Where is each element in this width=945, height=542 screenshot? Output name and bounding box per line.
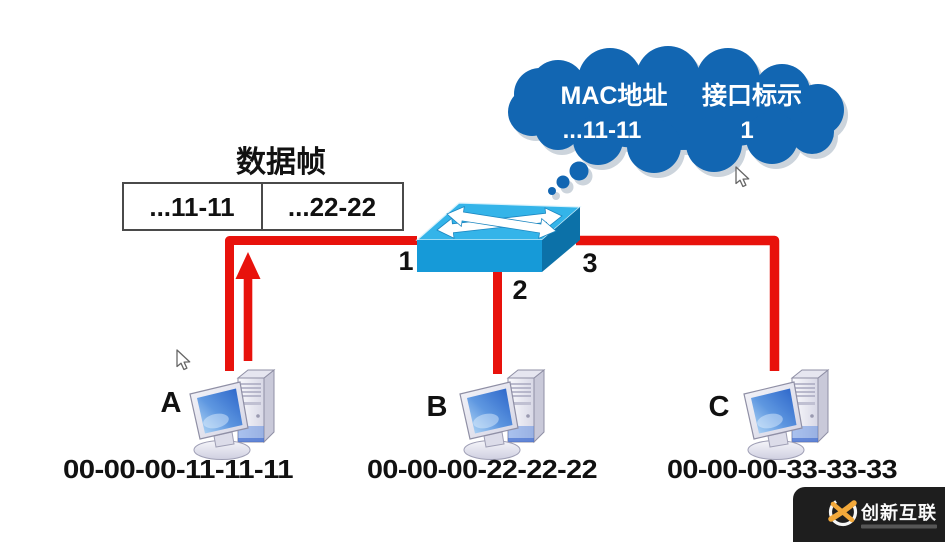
mac-table-thought-bubble: MAC地址 接口标示 ...11-11 1: [508, 46, 848, 200]
switch-port-1-label: 1: [398, 246, 413, 276]
cables: [225, 235, 780, 374]
watermark-panel: [793, 487, 945, 542]
watermark-brand: 创新互联: [860, 502, 937, 523]
data-frame-dest-mac: ...11-11: [149, 192, 234, 222]
switch-arrow-2: [446, 205, 557, 240]
data-frame-title: 数据帧: [236, 146, 326, 179]
host-b-mac: 00-00-00-22-22-22: [367, 454, 597, 484]
cable-switch-to-host-c: [576, 235, 780, 371]
host-b-name: B: [427, 391, 448, 423]
mac-table-entry-mac: ...11-11: [563, 117, 642, 144]
switch-icon: [415, 202, 582, 272]
data-frame: 数据帧 ...11-11 ...22-22: [122, 146, 404, 231]
host-c-mac: 00-00-00-33-33-33: [667, 454, 897, 484]
cable-switch-to-host-a: [225, 236, 417, 371]
host-a-name: A: [161, 387, 182, 419]
data-frame-src-cell: [261, 182, 404, 231]
mac-table-header-port: 接口标示: [702, 82, 802, 110]
host-c: C 00-00-00-33-33-33: [667, 369, 898, 484]
data-frame-src-mac: ...22-22: [288, 192, 376, 222]
switch-side-face: [542, 207, 580, 272]
watermark-logo-icon: [828, 497, 858, 527]
transmission-direction-arrow: [235, 252, 261, 361]
host-b: B 00-00-00-22-22-22: [367, 369, 598, 484]
mac-table-entry-port: 1: [740, 117, 753, 144]
switch-port-3-label: 3: [582, 248, 597, 278]
mac-table-header-mac: MAC地址: [561, 82, 668, 110]
switch-front-face: [417, 240, 542, 272]
host-a-mac: 00-00-00-11-11-11: [63, 454, 293, 484]
host-a: A 00-00-00-11-11-11: [63, 369, 294, 484]
watermark-subtitle-strip: [861, 524, 937, 529]
host-c-name: C: [709, 391, 730, 423]
watermark: 创新互联: [793, 487, 945, 542]
switch-port-2-label: 2: [512, 275, 527, 305]
